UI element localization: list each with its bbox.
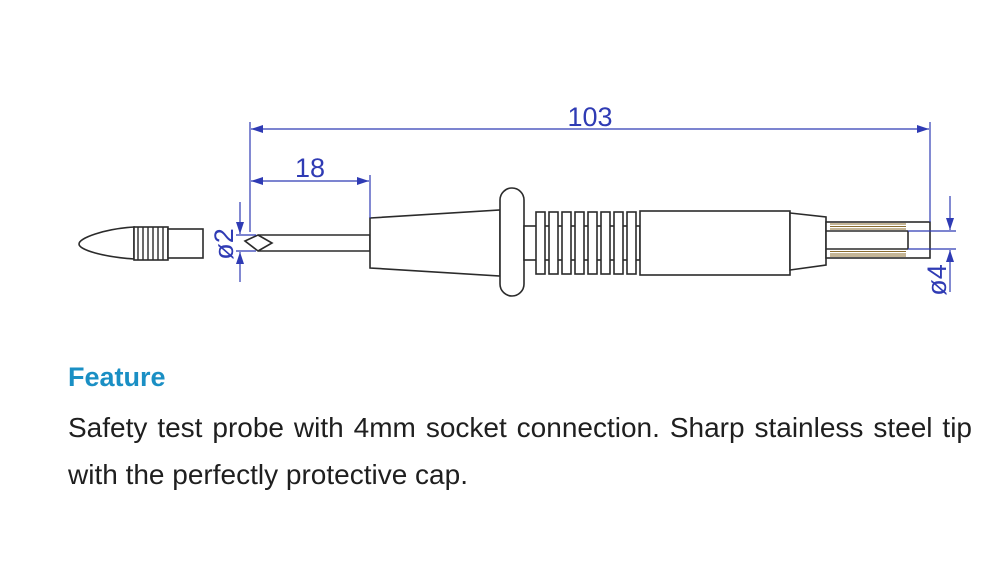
probe-tip bbox=[243, 234, 371, 252]
dimension-overall-length-label: 103 bbox=[567, 102, 612, 132]
feature-description: Safety test probe with 4mm socket connec… bbox=[68, 412, 972, 490]
dimension-socket-diameter bbox=[908, 196, 956, 292]
socket-hatching bbox=[830, 223, 906, 257]
probe-technical-drawing: 103 18 ø2 ø4 bbox=[78, 102, 956, 297]
dimension-socket-diameter-label: ø4 bbox=[922, 264, 952, 296]
dimension-tip-length bbox=[251, 175, 371, 218]
dimension-tip-diameter bbox=[236, 202, 256, 282]
probe-body bbox=[369, 187, 931, 297]
dimension-tip-diameter-label: ø2 bbox=[209, 228, 239, 260]
dimension-tip-length-label: 18 bbox=[295, 153, 325, 183]
feature-heading: Feature bbox=[68, 362, 166, 392]
dimension-overall-length bbox=[249, 122, 931, 232]
protective-cap bbox=[78, 226, 204, 261]
